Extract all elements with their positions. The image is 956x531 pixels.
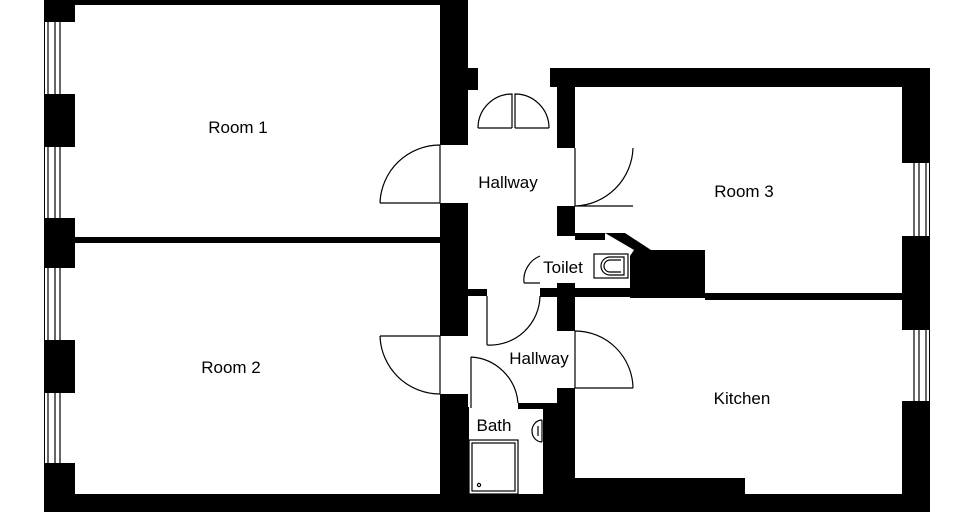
label-room3: Room 3 <box>714 182 774 201</box>
label-bath: Bath <box>477 416 512 435</box>
label-hallway-upper: Hallway <box>478 173 538 192</box>
door-hall-cross <box>486 295 541 346</box>
window-kitchen <box>902 330 929 401</box>
window-room2-bottom <box>45 393 75 463</box>
wall-room3-kitchen <box>705 293 902 300</box>
window-room1-top <box>45 22 75 94</box>
window-room1-bottom <box>45 147 75 218</box>
label-hallway-lower: Hallway <box>509 349 569 368</box>
sink-icon <box>531 419 543 443</box>
label-room1: Room 1 <box>208 118 268 137</box>
wall-bath-left <box>463 407 469 494</box>
door-bath <box>470 356 519 408</box>
fixtures <box>468 253 629 495</box>
label-toilet: Toilet <box>543 258 583 277</box>
wall-hall-right-d <box>557 388 575 494</box>
door-toilet <box>523 255 541 284</box>
wall-bath-top <box>518 403 557 409</box>
doors <box>379 93 634 408</box>
wall-toilet-top <box>575 233 605 240</box>
label-room2: Room 2 <box>201 358 261 377</box>
wall-room1-room2 <box>75 237 441 243</box>
room-labels: Room 1 Room 2 Room 3 Hallway Hallway Toi… <box>201 118 774 435</box>
wall-bottom <box>44 494 930 512</box>
wall-hall-left-b <box>440 203 468 336</box>
door-entrance-right <box>514 93 550 129</box>
label-kitchen: Kitchen <box>714 389 771 408</box>
wall-hall-right-a <box>557 68 575 148</box>
shower-tray-icon <box>468 439 519 495</box>
wall-hall-cross <box>468 289 487 296</box>
window-room2-top <box>45 268 75 340</box>
windows <box>45 22 929 463</box>
toilet-fixture-icon <box>593 253 629 279</box>
wall-bath-right <box>543 407 557 494</box>
door-room3 <box>574 147 634 207</box>
wall-hall-right-b <box>557 206 575 236</box>
wall-top-right <box>550 68 930 87</box>
wall-toilet-diagonal <box>605 233 651 254</box>
door-entrance-left <box>477 93 513 129</box>
wall-entrance-left <box>468 68 478 90</box>
door-kitchen <box>574 330 634 389</box>
door-room2 <box>379 335 441 395</box>
door-room1 <box>379 144 441 204</box>
wall-top-left <box>44 0 468 5</box>
wall-shaft <box>630 250 705 298</box>
wall-right-outer <box>902 68 930 512</box>
walls <box>44 0 930 512</box>
wall-hall-left-a <box>440 0 468 145</box>
wall-kitchen-bottom <box>575 478 745 494</box>
wall-toilet-bottom <box>540 288 630 297</box>
window-room3 <box>902 163 929 236</box>
